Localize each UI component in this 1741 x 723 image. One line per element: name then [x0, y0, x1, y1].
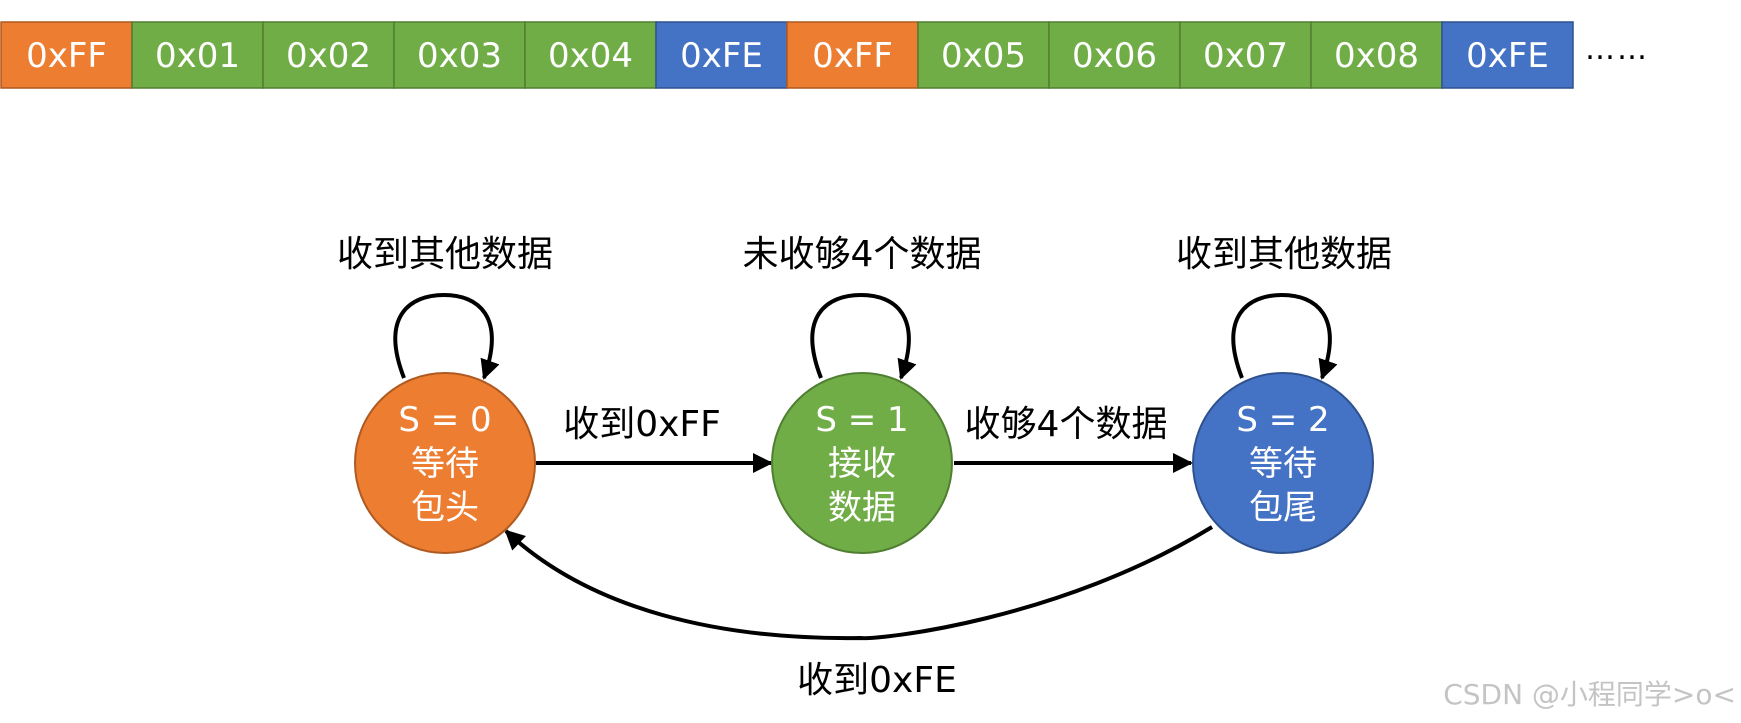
sequence-cell-box [1048, 21, 1181, 89]
transition-arrow-s2-s0 [504, 525, 1214, 641]
sequence-cell: 0xFE [655, 21, 788, 89]
sequence-cell: 0xFF [786, 21, 919, 89]
sequence-cell: 0x04 [524, 21, 657, 89]
sequence-cell-box [786, 21, 919, 89]
sequence-cell-label: 0x07 [1203, 36, 1288, 76]
sequence-cell-box [0, 21, 133, 89]
sequence-cell: 0x06 [1048, 21, 1181, 89]
byte-sequence-bar: 0xFF 0x01 0x02 0x03 0x04 0xFE 0xFF 0x05 0x06 0x07… [0, 21, 1574, 89]
sequence-cell: 0x03 [393, 21, 526, 89]
sequence-cell-box [524, 21, 657, 89]
sequence-cell: 0xFE [1441, 21, 1574, 89]
sequence-cell-label: 0x06 [1072, 36, 1157, 76]
sequence-cell: 0x02 [262, 21, 395, 89]
sequence-cell: 0x07 [1179, 21, 1312, 89]
state-node-s0: S = 0 等待 包头 [354, 372, 536, 554]
watermark: CSDN @小程同学>o< [1443, 678, 1736, 711]
state-s2-line-2: 等待 [1249, 444, 1317, 484]
sequence-cell-box [131, 21, 264, 89]
sequence-cell-label: 0x04 [548, 36, 633, 76]
state-s2-line-3: 包尾 [1249, 488, 1317, 528]
sequence-cell: 0xFF [0, 21, 133, 89]
state-s0-line-1: S = 0 [398, 400, 491, 440]
state-s2-line-1: S = 2 [1236, 400, 1329, 440]
sequence-cell-box [262, 21, 395, 89]
self-loop-arrow-s2 [1231, 292, 1338, 380]
sequence-cell-label: 0xFE [680, 36, 763, 76]
sequence-cell: 0x08 [1310, 21, 1443, 89]
sequence-cell: 0x05 [917, 21, 1050, 89]
sequence-cell-label: 0x05 [941, 36, 1026, 76]
sequence-cell-box [917, 21, 1050, 89]
state-node-s1: S = 1 接收 数据 [771, 372, 953, 554]
sequence-cell: 0x01 [131, 21, 264, 89]
self-loop-arrow-s1 [810, 292, 917, 380]
state-s1-line-1: S = 1 [815, 400, 908, 440]
state-s0-line-2: 等待 [411, 444, 479, 484]
self-loop-arrow-s0 [393, 292, 500, 380]
sequence-cell-label: 0x01 [155, 36, 240, 76]
transition-label-s1-s2: 收够4个数据 [965, 404, 1168, 445]
sequence-cell-box [1441, 21, 1574, 89]
self-loop-label-s1: 未收够4个数据 [743, 234, 982, 275]
sequence-cell-label: 0x03 [417, 36, 502, 76]
state-s1-line-3: 数据 [828, 488, 896, 528]
transition-label-s2-s0: 收到0xFE [797, 660, 957, 701]
sequence-cell-label: 0x02 [286, 36, 371, 76]
sequence-cell-label: 0xFE [1466, 36, 1549, 76]
sequence-cell-box [655, 21, 788, 89]
sequence-cell-box [1179, 21, 1312, 89]
sequence-cell-label: 0xFF [26, 36, 107, 76]
state-s1-line-2: 接收 [828, 444, 896, 484]
sequence-cell-label: 0x08 [1334, 36, 1419, 76]
state-node-s2: S = 2 等待 包尾 [1192, 372, 1374, 554]
self-loop-label-s0: 收到其他数据 [337, 234, 553, 275]
sequence-cell-label: 0xFF [812, 36, 893, 76]
self-loop-label-s2: 收到其他数据 [1176, 234, 1392, 275]
state-s0-line-3: 包头 [411, 488, 479, 528]
transition-label-s0-s1: 收到0xFF [563, 404, 721, 445]
sequence-ellipsis: …… [1585, 32, 1649, 67]
